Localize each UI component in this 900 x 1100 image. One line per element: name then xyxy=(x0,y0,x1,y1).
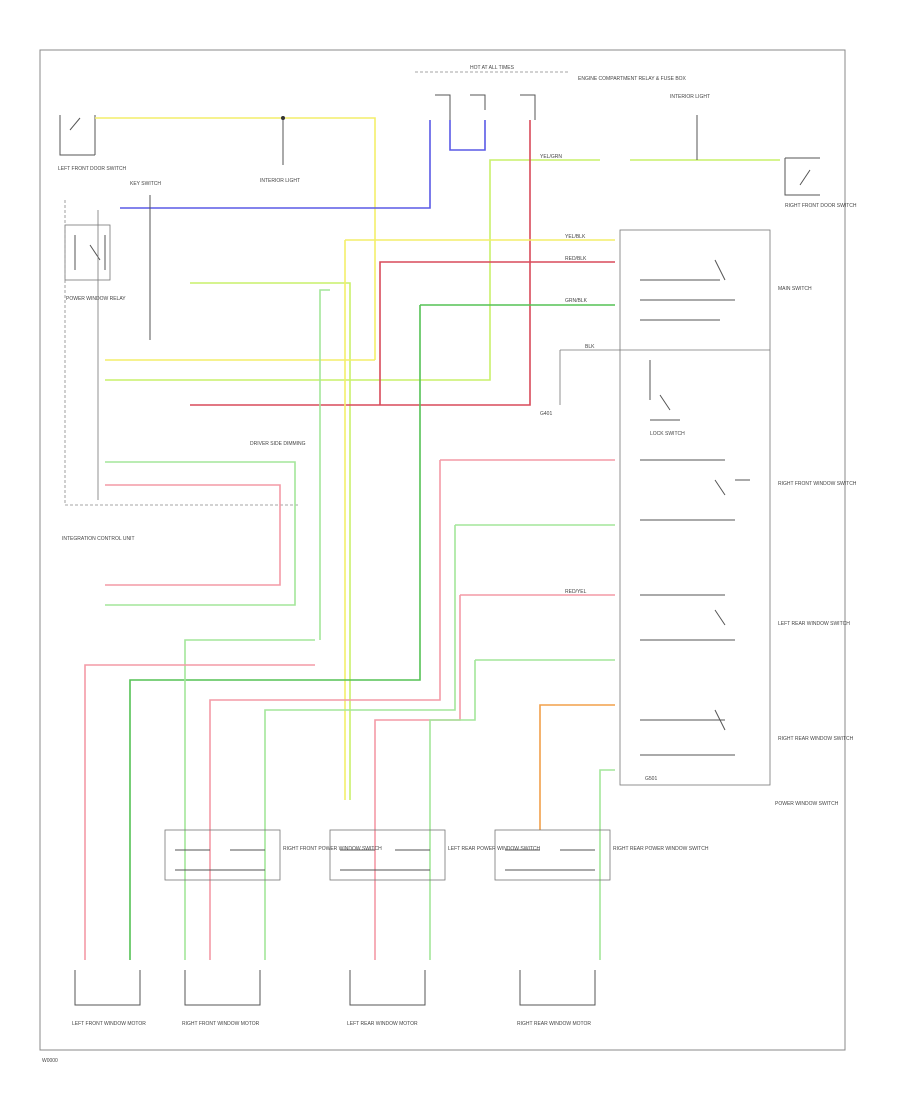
rr-switch-contacts xyxy=(640,709,735,756)
left-front-door-switch xyxy=(59,115,96,156)
left-front-door-switch-label: LEFT FRONT DOOR SWITCH xyxy=(58,166,127,172)
lr-motor xyxy=(349,970,426,1006)
lr-switch-contacts xyxy=(640,594,735,641)
splice xyxy=(281,116,285,120)
right-front-door-switch-label: RIGHT FRONT DOOR SWITCH xyxy=(785,203,857,209)
wire-label-red-yel: RED/YEL xyxy=(565,589,587,595)
lr-motor-label: LEFT REAR WINDOW MOTOR xyxy=(347,1021,418,1027)
wire-label-yel-grn: YEL/GRN xyxy=(540,154,562,160)
integration-control-unit-box xyxy=(64,200,300,506)
rf-window-switch-label: RIGHT FRONT WINDOW SWITCH xyxy=(778,481,857,487)
ground-g401-label: G401 xyxy=(540,411,552,417)
lr-sub-switch-block xyxy=(329,829,446,881)
integration-control-unit-label: INTEGRATION CONTROL UNIT xyxy=(62,536,135,542)
power-window-switch-block xyxy=(619,229,771,786)
wire-green-down xyxy=(129,305,421,960)
lr-sub-switch-contacts xyxy=(340,849,430,871)
fuse-box-label: ENGINE COMPARTMENT RELAY & FUSE BOX xyxy=(578,76,687,82)
wire-pink-icu xyxy=(105,484,281,586)
wire-yellow-top xyxy=(95,117,376,360)
interior-light-label-right: INTERIOR LIGHT xyxy=(670,94,710,100)
wire-light-green-rr xyxy=(599,769,615,960)
hot-at-all-times-label: HOT AT ALL TIMES xyxy=(470,65,515,71)
lr-sub-switch-label: LEFT REAR POWER WINDOW SWITCH xyxy=(448,846,541,852)
wire-label-grn: GRN/BLK xyxy=(565,298,588,304)
wire-pink-lf xyxy=(84,664,315,960)
lf-motor-label: LEFT FRONT WINDOW MOTOR xyxy=(72,1021,146,1027)
diagram-frame xyxy=(39,49,846,1051)
rf-sub-switch-block xyxy=(164,829,281,881)
relay-coil xyxy=(74,235,106,270)
wire-red-to-switch xyxy=(379,261,615,405)
lock-switch xyxy=(649,360,680,421)
wire-light-green-icu xyxy=(105,461,296,606)
wire-yellow-green-icu-2 xyxy=(105,159,600,381)
rf-switch-contacts xyxy=(640,459,750,521)
wire-label-red: RED/BLK xyxy=(565,256,587,262)
power-window-relay-block xyxy=(64,224,111,281)
main-switch-contacts xyxy=(640,259,735,321)
driver-side-dimming-label: DRIVER SIDE DIMMING xyxy=(250,441,306,447)
footer-label: W0000 xyxy=(42,1058,58,1064)
rf-motor xyxy=(184,970,261,1006)
wire-yellow-green-icu xyxy=(190,282,351,800)
main-switch-label: MAIN SWITCH xyxy=(778,286,812,292)
power-window-switch-label: POWER WINDOW SWITCH xyxy=(775,801,839,807)
wire-pink-lr xyxy=(374,594,615,960)
lock-switch-label: LOCK SWITCH xyxy=(650,431,685,437)
wire-light-green-2 xyxy=(319,289,330,640)
fuse-box-internals xyxy=(435,94,536,120)
wire-light-green-rf xyxy=(264,524,615,960)
wire-orange-rr xyxy=(539,704,615,830)
rr-sub-switch-label: RIGHT REAR POWER WINDOW SWITCH xyxy=(613,846,709,852)
rr-window-switch-label: RIGHT REAR WINDOW SWITCH xyxy=(778,736,854,742)
rr-motor xyxy=(519,970,596,1006)
rr-sub-switch-block xyxy=(494,829,611,881)
rf-sub-switch-contacts xyxy=(175,849,265,871)
wire-red-main xyxy=(190,120,531,406)
rr-sub-switch-contacts xyxy=(505,849,595,871)
power-window-relay-label: POWER WINDOW RELAY xyxy=(66,296,126,302)
right-front-door-switch xyxy=(784,157,820,196)
wire-black-ground xyxy=(559,349,770,405)
interior-light-label: INTERIOR LIGHT xyxy=(260,178,300,184)
wire-label-yel: YEL/BLK xyxy=(565,234,586,240)
rf-sub-switch-label: RIGHT FRONT POWER WINDOW SWITCH xyxy=(283,846,382,852)
key-switch-label: KEY SWITCH xyxy=(130,181,161,187)
rf-motor-label: RIGHT FRONT WINDOW MOTOR xyxy=(182,1021,260,1027)
ground-g501-label: G501 xyxy=(645,776,657,782)
lf-motor xyxy=(74,970,141,1006)
wire-blue xyxy=(120,120,486,209)
wire-light-green-lr xyxy=(429,659,615,960)
lr-window-switch-label: LEFT REAR WINDOW SWITCH xyxy=(778,621,850,627)
rr-motor-label: RIGHT REAR WINDOW MOTOR xyxy=(517,1021,591,1027)
wire-light-green-lf xyxy=(184,639,315,960)
wire-label-blk: BLK xyxy=(585,344,595,350)
